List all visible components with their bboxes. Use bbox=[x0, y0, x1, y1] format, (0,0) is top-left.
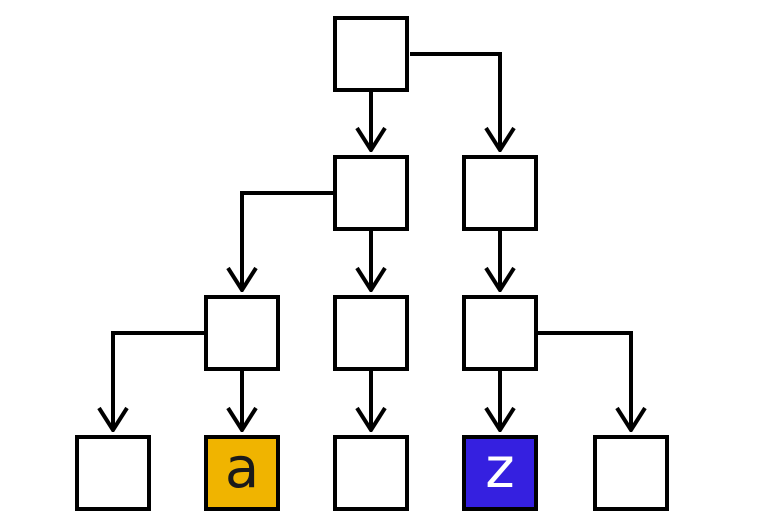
tree-node-leaf-a: a bbox=[204, 435, 280, 511]
edge-l3-right-to-leaf-5 bbox=[537, 331, 631, 430]
edge-l3-left-to-leaf-1 bbox=[113, 331, 204, 430]
tree-node-leaf-5 bbox=[593, 435, 669, 511]
tree-node-l2-right bbox=[462, 155, 538, 231]
node-label-z: z bbox=[485, 436, 515, 501]
edge-root-to-l2-right bbox=[410, 52, 500, 150]
edge-l2-left-to-l3-left bbox=[242, 191, 333, 290]
tree-node-root bbox=[333, 16, 409, 92]
tree-node-l2-left bbox=[333, 155, 409, 231]
tree-node-leaf-z: z bbox=[462, 435, 538, 511]
tree-node-l3-right bbox=[462, 295, 538, 371]
tree-node-leaf-mid bbox=[333, 435, 409, 511]
tree-node-l3-left bbox=[204, 295, 280, 371]
tree-node-leaf-1 bbox=[75, 435, 151, 511]
tree-node-l3-mid bbox=[333, 295, 409, 371]
node-label-a: a bbox=[224, 436, 260, 501]
